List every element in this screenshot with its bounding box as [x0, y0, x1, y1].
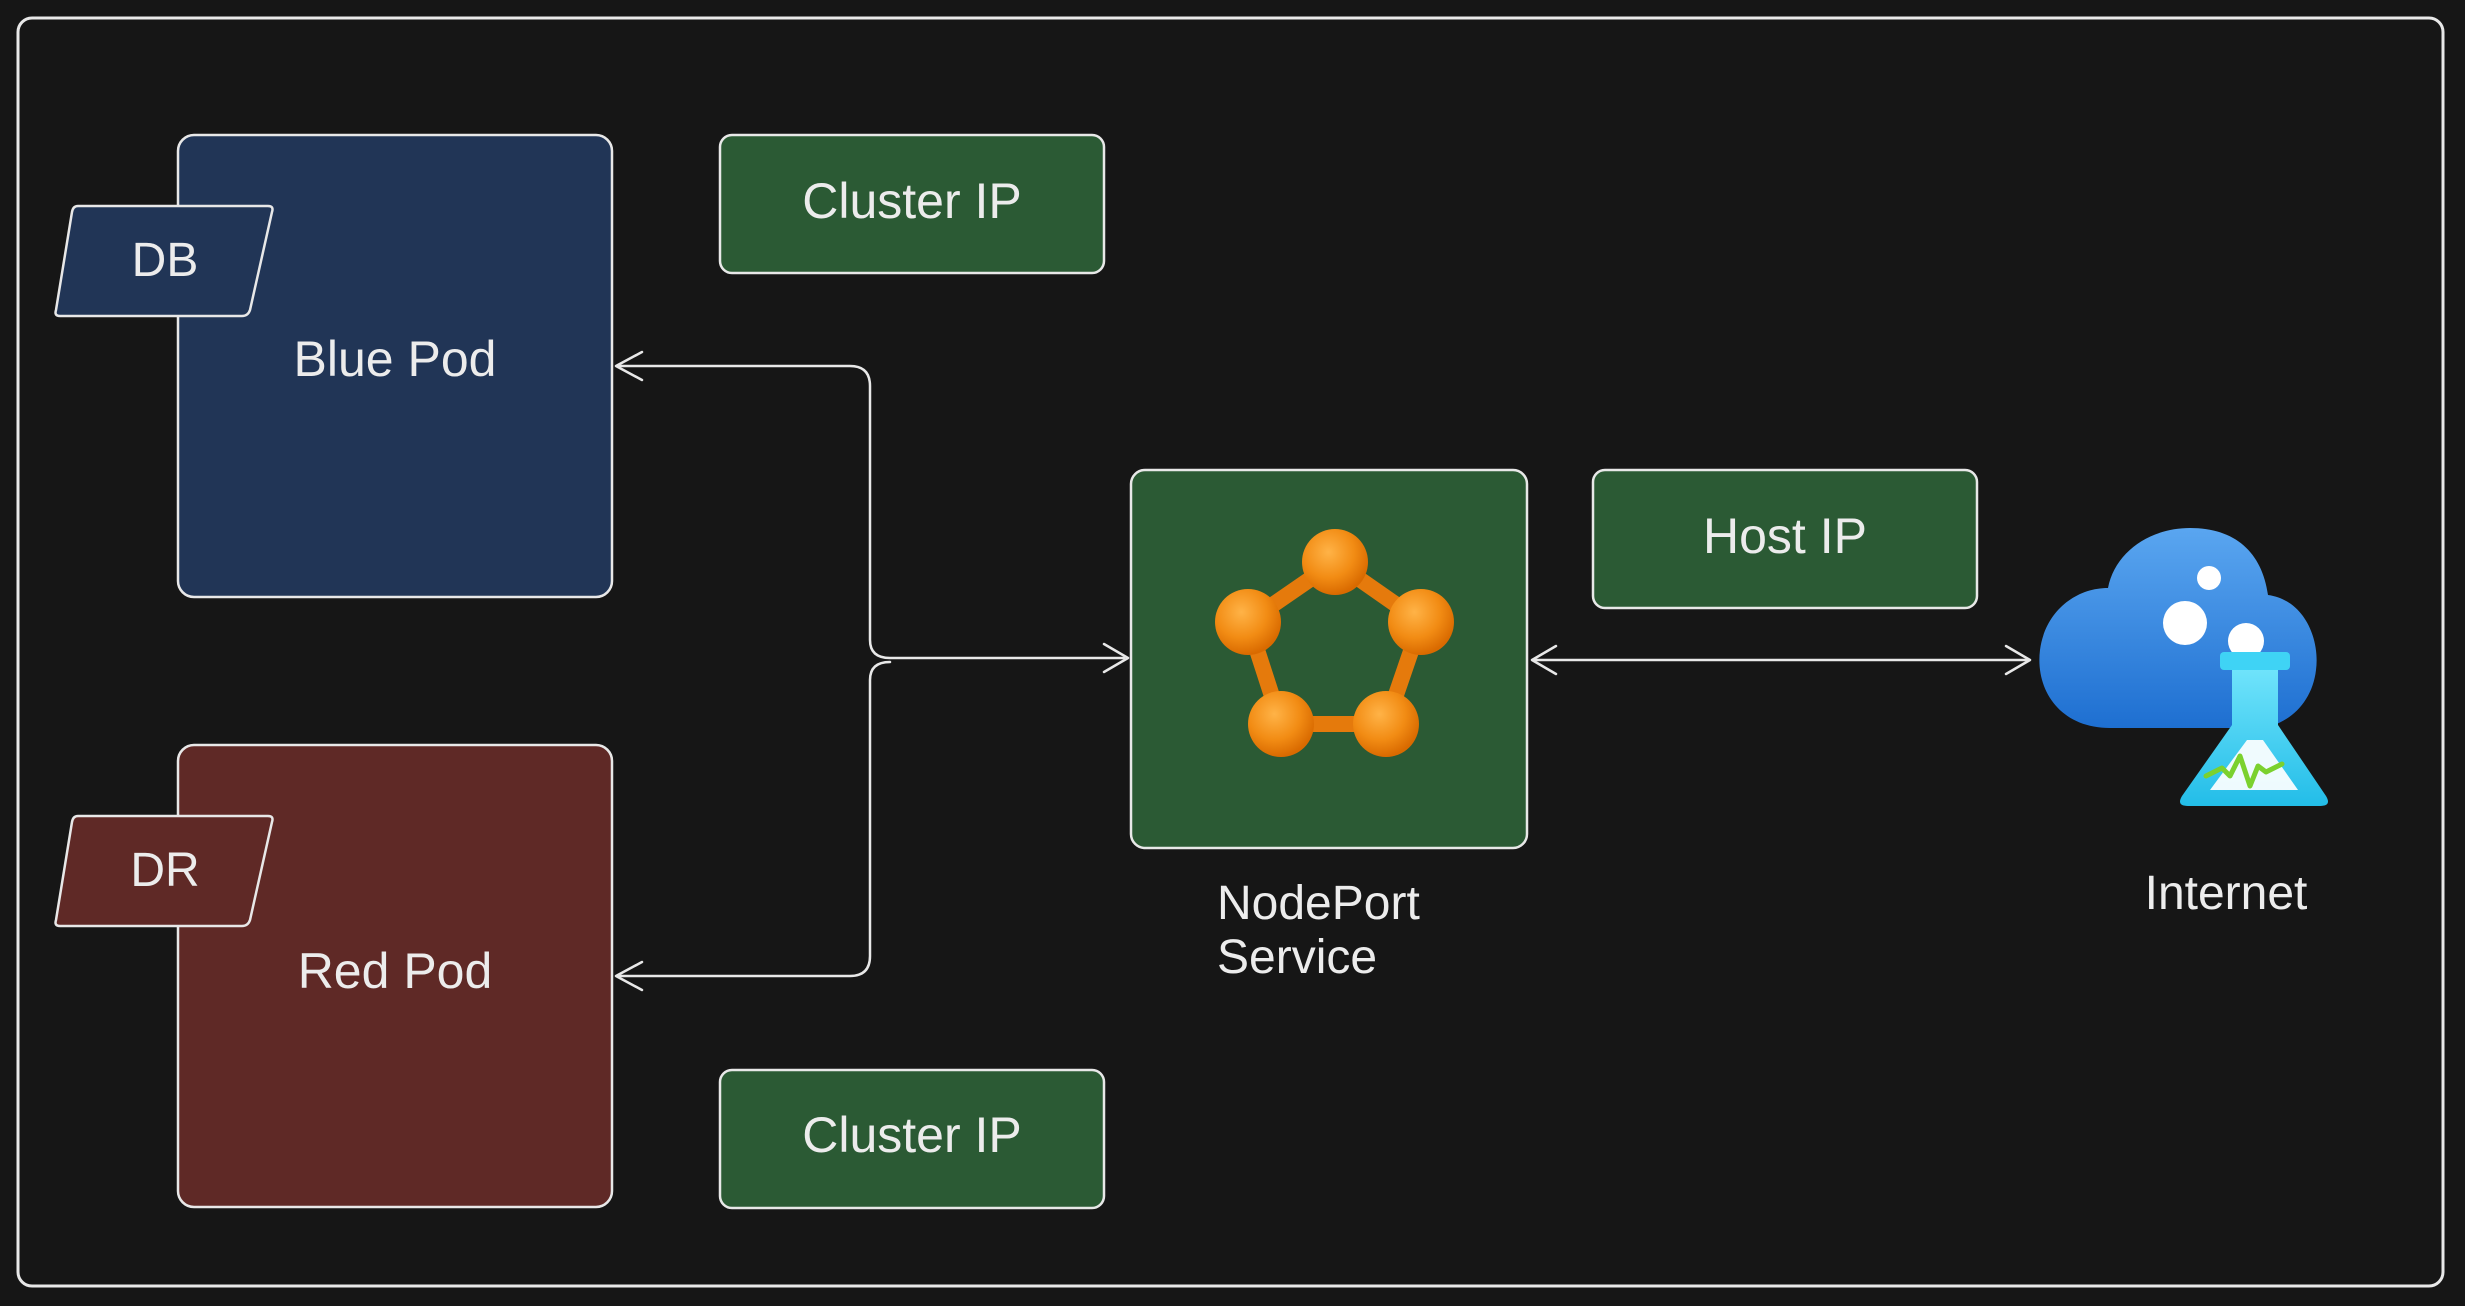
nodeport-service-label-line2: Service — [1217, 931, 1377, 984]
blue-pod-box — [176, 133, 614, 599]
arrowhead-blue-pod — [614, 350, 644, 382]
pentagon-network-icon — [1215, 529, 1454, 757]
host-ip-label: Host IP — [1703, 508, 1867, 564]
connectors — [614, 350, 2032, 992]
red-pod-box — [176, 743, 614, 1209]
cluster-ip-bottom-node[interactable]: Cluster IP — [718, 1068, 1106, 1210]
cluster-ip-bottom-label: Cluster IP — [802, 1107, 1022, 1163]
arrowhead-internet — [2004, 644, 2032, 676]
db-tag-label: DB — [132, 234, 199, 287]
red-pod-node[interactable]: Red Pod — [176, 743, 614, 1209]
dr-tag-label: DR — [130, 844, 199, 897]
dr-tag-shape — [54, 814, 274, 928]
cloud-flask-icon — [2039, 528, 2328, 806]
connector-blue-pod — [616, 364, 1126, 660]
red-pod-label: Red Pod — [298, 943, 493, 999]
cluster-ip-bottom-box — [718, 1068, 1106, 1210]
cluster-ip-top-label: Cluster IP — [802, 173, 1022, 229]
nodeport-service-box — [1129, 468, 1529, 850]
arrowhead-nodeport-right — [1530, 644, 1558, 676]
host-ip-box — [1591, 468, 1979, 610]
db-tag-shape — [54, 204, 274, 318]
outer-frame — [16, 16, 2445, 1288]
blue-pod-node[interactable]: Blue Pod — [176, 133, 614, 599]
internet-label: Internet — [2145, 867, 2308, 920]
connector-red-pod — [616, 660, 892, 978]
blue-pod-label: Blue Pod — [294, 331, 497, 387]
internet-node[interactable] — [2039, 528, 2328, 806]
arrowhead-nodeport-left — [1102, 642, 1130, 674]
host-ip-node[interactable]: Host IP — [1591, 468, 1979, 610]
dr-tag[interactable]: DR — [54, 814, 274, 928]
nodeport-service-node[interactable] — [1129, 468, 1529, 850]
arrowhead-red-pod — [614, 960, 644, 992]
db-tag[interactable]: DB — [54, 204, 274, 318]
cluster-ip-top-node[interactable]: Cluster IP — [718, 133, 1106, 275]
nodeport-service-label-line1: NodePort — [1217, 877, 1420, 930]
cluster-ip-top-box — [718, 133, 1106, 275]
